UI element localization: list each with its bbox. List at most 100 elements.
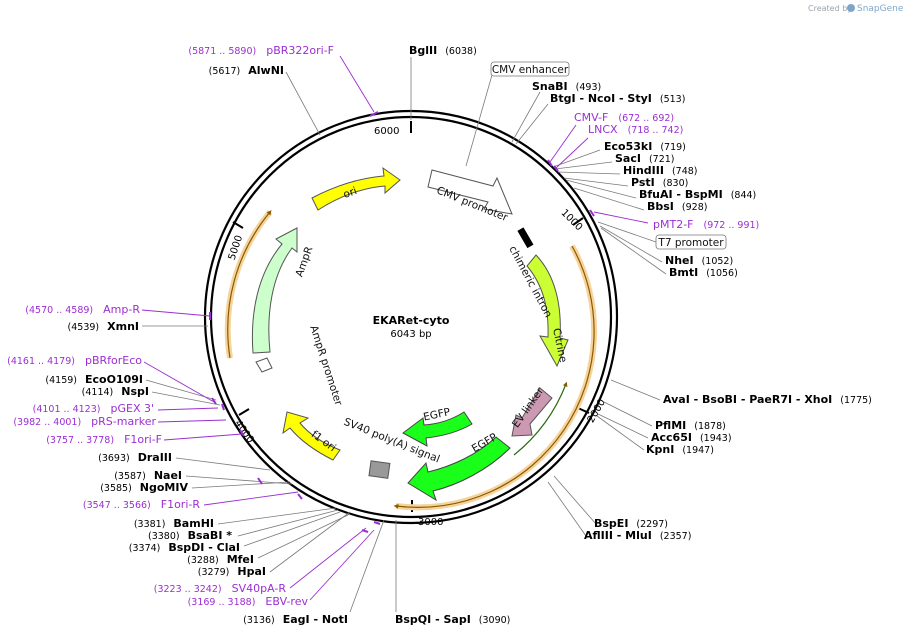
feature-chimeric-intron-block: [517, 227, 534, 249]
primer-f1ori-r[interactable]: (3547 .. 3566)F1ori-R: [83, 498, 200, 511]
site-xmni[interactable]: (4539)XmnI: [68, 320, 139, 333]
site-kpni[interactable]: KpnI(1947): [646, 443, 714, 456]
site-bspqi[interactable]: BspQI - SapI(3090): [395, 613, 510, 626]
primer-prs-marker[interactable]: (3982 .. 4001)pRS-marker: [13, 415, 156, 428]
site-bfuai[interactable]: BfuAI - BspMI(844): [639, 188, 756, 201]
label-egfp-inner: EGFP: [422, 406, 451, 423]
feature-sv40-polya[interactable]: [368, 460, 391, 479]
site-btgi[interactable]: BtgI - NcoI - StyI(513): [550, 92, 685, 105]
primer-bind-pbr322ori-f: [369, 111, 379, 117]
site-hpai[interactable]: (3279)HpaI: [198, 565, 266, 578]
orf-arcs: [224, 210, 598, 511]
mark-f1ori-f: [239, 429, 245, 437]
primer-pbr322ori-f[interactable]: (5871 .. 5890)pBR322ori-F: [188, 44, 334, 57]
pleader-sv40pa-r: [289, 527, 367, 589]
pleader-lncx: [555, 137, 589, 169]
site-eagi[interactable]: (3136)EagI - NotI: [243, 613, 348, 626]
pleader-prs-marker: [157, 419, 227, 423]
site-bsabi[interactable]: (3380)BsaBI *: [148, 529, 232, 542]
leader-nhei: [599, 225, 663, 263]
primer-labels-right: CMV-F(672 .. 692) LNCX(718 .. 742) pMT2-…: [574, 111, 759, 231]
pleader-pmt2-f: [593, 211, 649, 224]
feature-ev-linker[interactable]: [511, 387, 553, 437]
site-pflmi[interactable]: PflMI(1878): [655, 419, 726, 432]
leader-alwni: [285, 71, 321, 136]
leader-afliii: [547, 481, 587, 537]
credit-text: Created by: [808, 4, 852, 13]
snapgene-logo-icon: [847, 4, 855, 12]
leader-psti: [563, 177, 629, 187]
leader-cmv-enhancer: [465, 74, 493, 167]
site-bmti[interactable]: BmtI(1056): [669, 266, 738, 279]
primer-pmt2-f[interactable]: pMT2-F(972 .. 991): [653, 218, 759, 231]
site-nspi[interactable]: (4114)NspI: [82, 385, 149, 398]
primer-pgex3[interactable]: (4101 .. 4123)pGEX 3': [33, 402, 154, 415]
mark-pbrforeco: [211, 397, 217, 405]
site-mfei[interactable]: (3288)MfeI: [187, 553, 254, 566]
leader-t7-promoter: [597, 221, 657, 243]
site-saci[interactable]: SacI(721): [615, 152, 675, 165]
site-avai[interactable]: AvaI - BsoBI - PaeR7I - XhoI(1775): [663, 393, 872, 406]
site-hindiii[interactable]: HindIII(748): [623, 164, 698, 177]
site-eco53ki[interactable]: Eco53kI(719): [604, 140, 686, 153]
feature-egfp-outer[interactable]: [407, 436, 511, 502]
mark-ebv-rev: [373, 521, 381, 525]
label-ampr-promoter: AmpR promoter: [307, 324, 344, 408]
boxlabel-t7-promoter: T7 promoter: [657, 237, 724, 249]
site-bglII[interactable]: BglII(6038): [409, 44, 477, 57]
tick-label-2000: 2000: [586, 397, 608, 425]
tick-1000: [572, 217, 584, 226]
box-t7-promoter: [655, 234, 727, 250]
site-bbsi[interactable]: BbsI(928): [647, 200, 707, 213]
site-bspei[interactable]: BspEI(2297): [594, 517, 668, 530]
site-alwni[interactable]: (5617)AlwNI: [209, 64, 284, 77]
leader-bamhi: [217, 507, 337, 525]
boxlabel-cmv-enhancer: CMV enhancer: [492, 64, 569, 76]
primer-pbrforeco[interactable]: (4161 .. 4179)pBRforEco: [7, 354, 142, 367]
site-eco0109i[interactable]: (4159)EcoO109I: [45, 373, 143, 386]
site-naei[interactable]: (3587)NaeI: [114, 469, 182, 482]
leader-avai: [610, 379, 661, 401]
site-bamhi[interactable]: (3381)BamHI: [134, 517, 214, 530]
feature-cmv-promoter[interactable]: [427, 169, 513, 215]
feature-ori[interactable]: [311, 166, 401, 211]
leader-naei: [185, 475, 293, 485]
site-snabi[interactable]: SnaBI(493): [532, 80, 601, 93]
primer-sv40pa-r[interactable]: (3223 .. 3242)SV40pA-R: [154, 582, 287, 595]
orf-arc-main-line: [393, 245, 595, 509]
leader-eco53ki: [552, 149, 601, 168]
site-draiii[interactable]: (3693)DraIII: [98, 451, 172, 464]
pleader-pgex3: [157, 407, 219, 411]
site-acc65i[interactable]: Acc65I(1943): [651, 431, 732, 444]
leader-draiii: [175, 457, 271, 471]
site-psti[interactable]: PstI(830): [631, 176, 688, 189]
plasmid-title: EKARet-cyto 6043 bp: [373, 314, 450, 340]
leader-saci: [554, 161, 613, 170]
tick-label-3000: 3000: [418, 517, 443, 528]
primer-labels-left: (5871 .. 5890)pBR322ori-F (4570 .. 4589)…: [7, 44, 334, 608]
primer-cmv-f[interactable]: CMV-F(672 .. 692): [574, 111, 674, 124]
primer-f1ori-f[interactable]: (3757 .. 3778)F1ori-F: [46, 433, 162, 446]
feature-ampr-promoter[interactable]: [255, 357, 273, 373]
primer-amp-r[interactable]: (4570 .. 4589)Amp-R: [25, 303, 140, 316]
site-bspdi[interactable]: (3374)BspDI - ClaI: [129, 541, 240, 554]
tick-4000: [238, 408, 250, 416]
primer-ebv-rev[interactable]: (3169 .. 3188)EBV-rev: [188, 595, 309, 608]
site-afliii[interactable]: AflIII - MluI(2357): [584, 529, 691, 542]
feature-egfp-inner[interactable]: [402, 411, 473, 447]
primer-marks: [209, 159, 595, 533]
tick-label-6000: 6000: [374, 126, 399, 137]
site-nhei[interactable]: NheI(1052): [665, 254, 733, 267]
boxed-labels: CMV enhancer T7 promoter: [490, 61, 727, 250]
pleader-f1ori-f: [163, 433, 243, 441]
feature-f1-ori[interactable]: [282, 411, 341, 461]
mark-lncx: [553, 165, 559, 172]
feature-ampr[interactable]: [251, 227, 298, 354]
site-labels-left: (3136)EagI - NotI (3279)HpaI (3288)MfeI …: [45, 64, 348, 626]
primer-lncx[interactable]: LNCX(718 .. 742): [588, 123, 683, 136]
leader-nspi: [151, 391, 221, 406]
pleader-amp-r: [141, 309, 211, 317]
site-ngomiv[interactable]: (3585)NgoMIV: [100, 481, 188, 494]
label-ori: ori: [342, 185, 359, 201]
feature-citrine[interactable]: [526, 254, 569, 368]
